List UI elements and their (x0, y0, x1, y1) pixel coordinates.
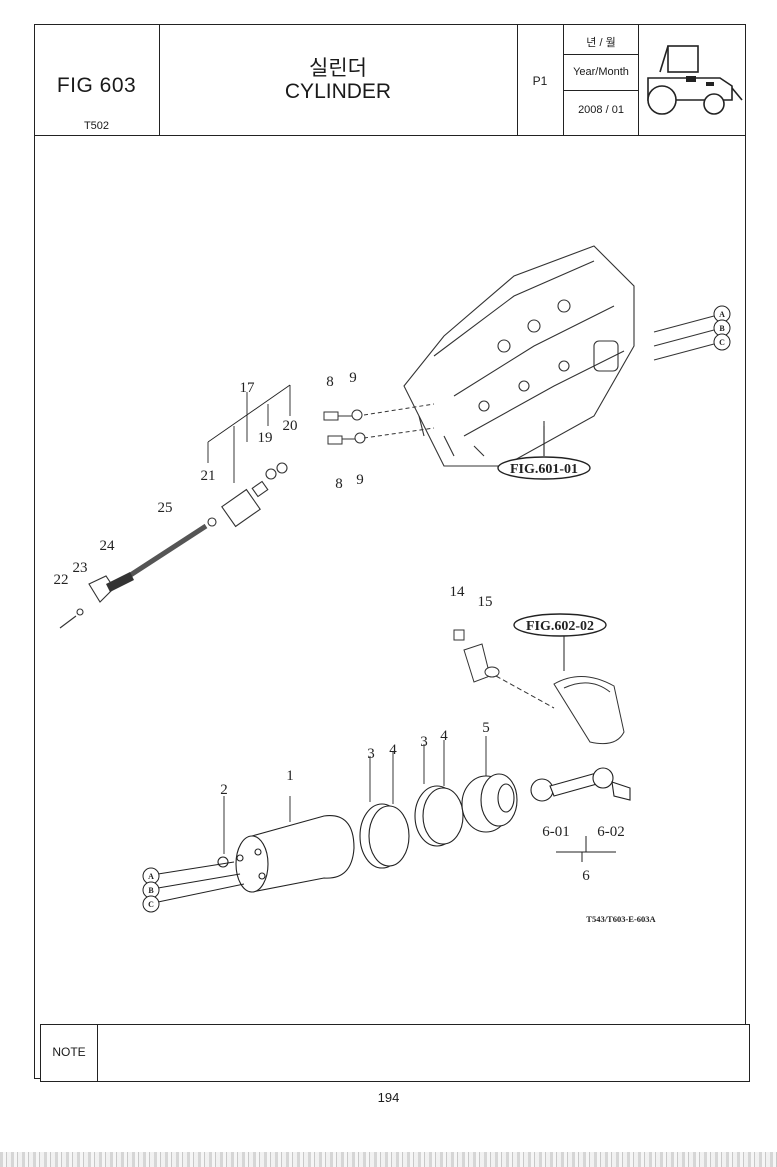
model-code: T502 (83, 120, 110, 132)
title-english: CYLINDER (284, 80, 392, 103)
callout-17: 17 (240, 380, 256, 396)
connector-c-label: C (148, 900, 154, 909)
connector-lines-top (653, 315, 715, 361)
reference-fig-601: FIG.601-01 (497, 426, 591, 480)
callout-14: 14 (450, 584, 466, 600)
year-month-value: 2008 / 01 (578, 104, 624, 116)
fig-cell (34, 24, 160, 136)
note-divider (97, 1025, 98, 1081)
title-block: FIG 603 T502 실린더 CYLINDER P1 년 / 월 Year/… (34, 24, 746, 136)
callout-23: 23 (73, 560, 88, 576)
year-month-cell (564, 24, 639, 136)
page-number: 194 (377, 1090, 400, 1105)
bolt-assembly-drawing (323, 403, 435, 445)
spool-assembly-drawing (59, 462, 288, 629)
callout-19: 19 (258, 430, 273, 446)
callout-4: 4 (389, 742, 397, 758)
title-cell (160, 24, 518, 136)
page-cell (518, 24, 564, 136)
callouts-upper: 17 19 20 21 22 23 24 25 8 9 8 9 (54, 370, 364, 588)
callout-24: 24 (100, 538, 116, 554)
callout-8-lower: 8 (335, 476, 343, 492)
connector-a-label: A (148, 872, 154, 881)
note-label: NOTE (52, 1045, 86, 1059)
connector-b-label: B (148, 886, 154, 895)
connector-a-label: A (719, 310, 725, 319)
callout-9-upper: 9 (349, 370, 357, 386)
callout-9-lower: 9 (356, 472, 364, 488)
callout-21: 21 (201, 468, 216, 484)
reference-fig-602: FIG.602-02 (513, 613, 607, 671)
reference-label: FIG.601-01 (510, 462, 578, 477)
exploded-parts-diagram: A B C FIG.601-01 (54, 245, 731, 924)
callout-15: 15 (478, 594, 493, 610)
callout-8-upper: 8 (326, 374, 334, 390)
callout-3: 3 (367, 746, 375, 762)
title-korean: 실린더 (309, 57, 367, 80)
connectors-top: A B C (713, 305, 731, 351)
connectors-bottom: A B C (142, 867, 160, 913)
transmission-housing-drawing (403, 245, 635, 467)
callout-25: 25 (158, 500, 173, 516)
note-box: NOTE (40, 1024, 750, 1082)
lever-assembly-drawing (453, 629, 625, 745)
connector-c-label: C (719, 338, 725, 347)
callouts-lower: 1 2 3 4 3 4 5 6-01 6-02 6 (220, 720, 625, 884)
year-month-label-korean: 년 / 월 (586, 37, 616, 49)
callout-6: 6 (582, 868, 590, 884)
figure-number: FIG 603 (56, 74, 137, 97)
callout-5: 5 (482, 720, 490, 736)
drawing-code: T543/T603-E-603A (586, 914, 656, 924)
callout-1: 1 (286, 768, 294, 784)
callout-6-01: 6-01 (542, 824, 570, 840)
callout-6-02: 6-02 (597, 824, 625, 840)
callout-2: 2 (220, 782, 228, 798)
callout-4: 4 (440, 728, 448, 744)
reference-label: FIG.602-02 (526, 619, 594, 634)
connector-lines-bottom (157, 836, 616, 903)
scan-edge (0, 1152, 777, 1167)
tractor-icon (647, 45, 743, 115)
page-indicator: P1 (532, 74, 548, 88)
divider (563, 54, 639, 55)
cylinder-assembly-drawing (217, 767, 631, 893)
connector-b-label: B (719, 324, 725, 333)
header-divider (34, 135, 746, 136)
callout-20: 20 (283, 418, 298, 434)
callout-3: 3 (420, 734, 428, 750)
divider (563, 90, 639, 91)
callout-22: 22 (54, 572, 69, 588)
year-month-label: Year/Month (573, 66, 629, 78)
